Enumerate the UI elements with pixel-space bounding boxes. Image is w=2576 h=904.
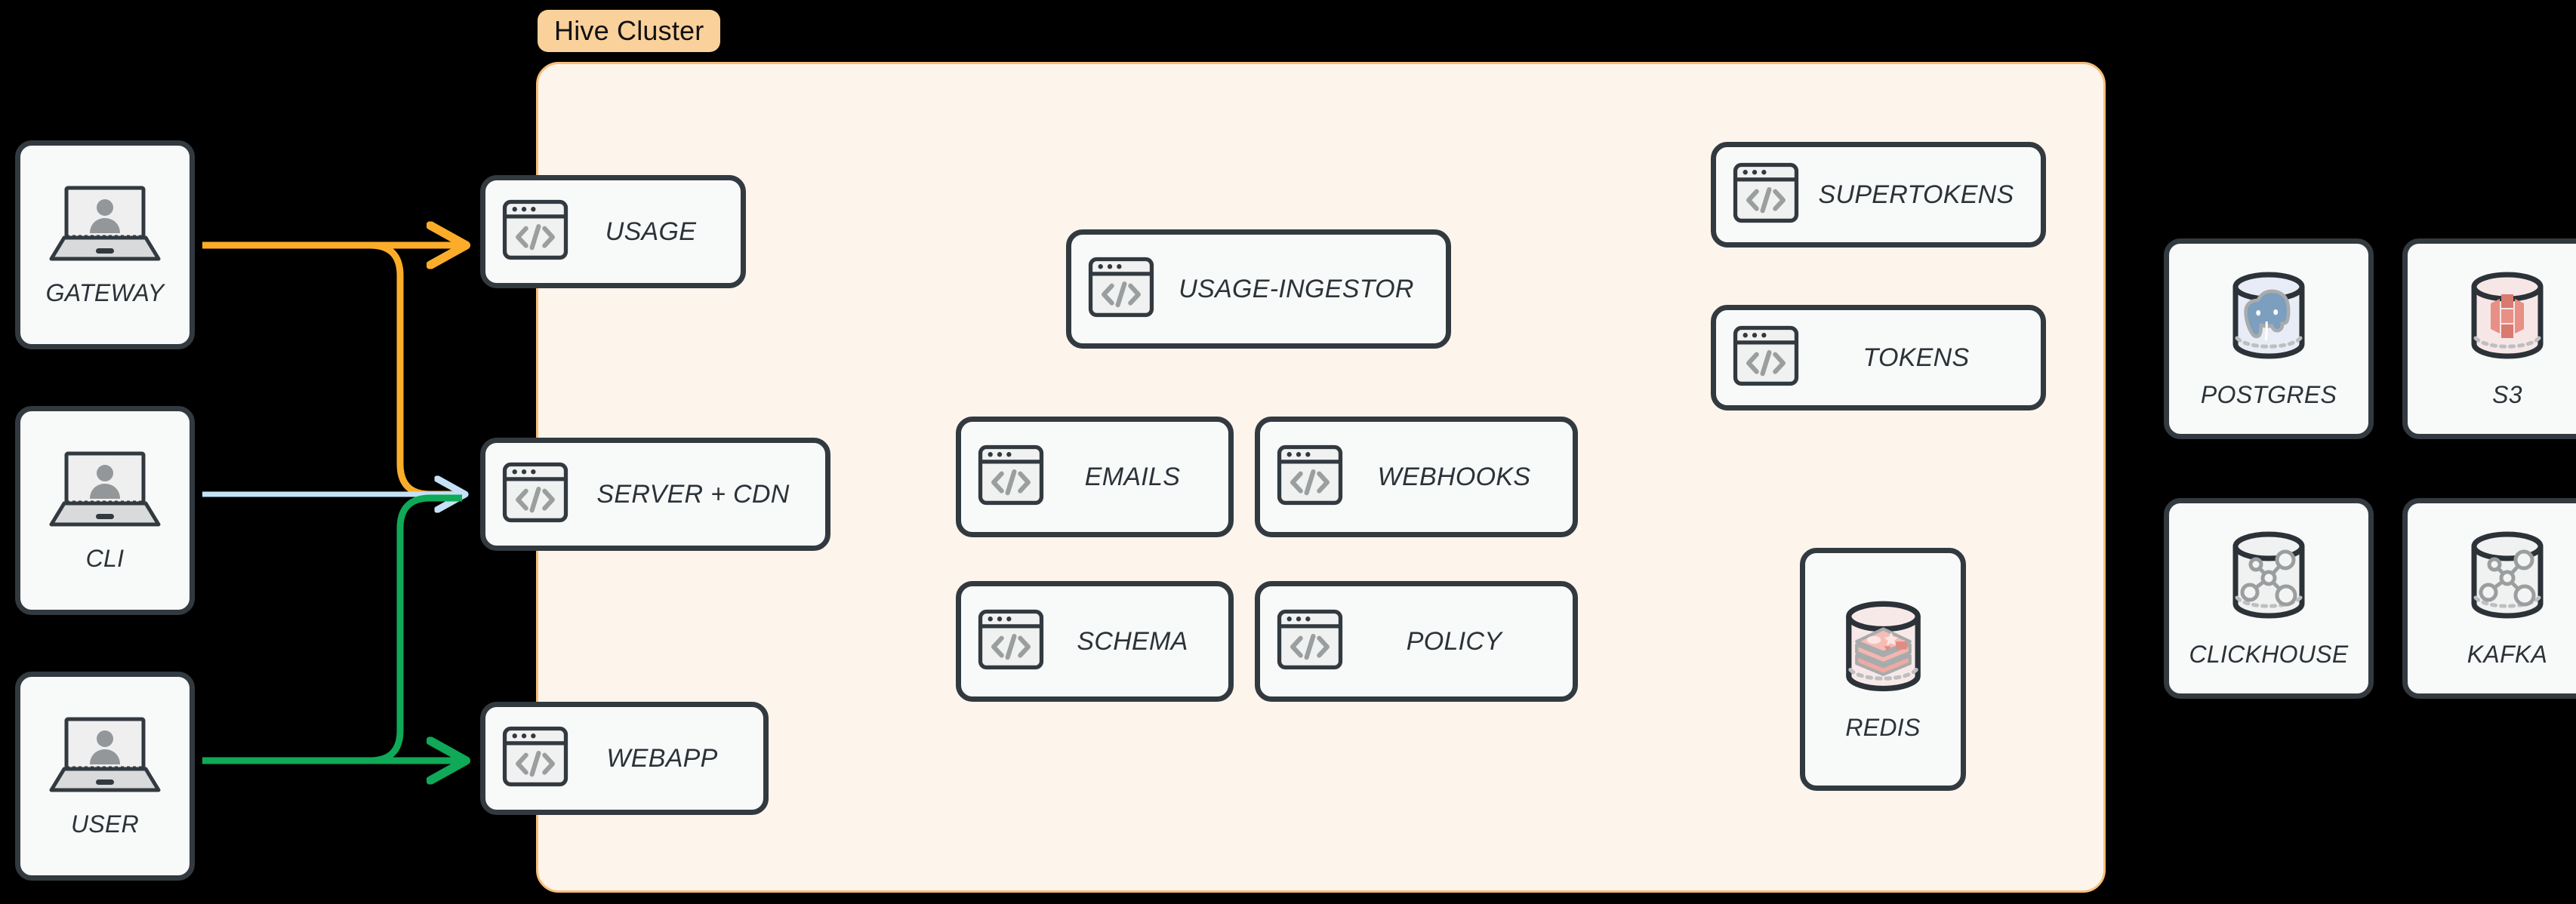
s3-cylinder-icon [2458, 269, 2556, 371]
datastore-kafka-label: KAFKA [2467, 641, 2548, 668]
service-tokens-label: TOKENS [1863, 343, 1970, 372]
service-webapp-label: WEBAPP [606, 743, 718, 773]
service-usage-ingestor[interactable]: USAGE-INGESTOR [1066, 229, 1451, 349]
datastore-redis[interactable]: REDIS [1800, 548, 1966, 791]
wire-user-to-server-cdn [369, 494, 462, 764]
service-supertokens-label: SUPERTOKENS [1818, 180, 2014, 209]
service-usage-ingestor-label: USAGE-INGESTOR [1179, 274, 1414, 303]
actor-user-label: USER [70, 810, 140, 838]
wire-gateway-to-server-cdn [369, 241, 462, 498]
code-window-icon [502, 462, 569, 527]
laptop-user-icon [48, 715, 162, 800]
datastore-postgres-label: POSTGRES [2200, 381, 2337, 408]
datastore-postgres[interactable]: POSTGRES [2164, 238, 2374, 439]
laptop-user-icon [48, 183, 162, 269]
network-cylinder-icon [2220, 528, 2318, 630]
hive-cluster-badge: Hive Cluster [538, 10, 721, 52]
datastore-s3-label: S3 [2492, 381, 2522, 408]
service-tokens[interactable]: TOKENS [1711, 305, 2046, 410]
datastore-clickhouse-label: CLICKHOUSE [2189, 641, 2349, 668]
service-supertokens[interactable]: SUPERTOKENS [1711, 142, 2046, 248]
service-webhooks-label: WEBHOOKS [1377, 462, 1531, 491]
service-server-cdn-label: SERVER + CDN [596, 479, 790, 509]
service-server-cdn[interactable]: SERVER + CDN [480, 438, 830, 551]
postgres-cylinder-icon [2220, 269, 2318, 371]
service-webhooks[interactable]: WEBHOOKS [1255, 417, 1578, 537]
service-emails[interactable]: EMAILS [956, 417, 1234, 537]
code-window-icon [1277, 609, 1343, 674]
datastore-clickhouse[interactable]: CLICKHOUSE [2164, 498, 2374, 699]
actor-user[interactable]: USER [15, 672, 195, 881]
service-usage-label: USAGE [605, 217, 697, 246]
network-cylinder-icon [2458, 528, 2556, 630]
actor-cli-label: CLI [85, 544, 125, 572]
redis-cylinder-icon [1832, 598, 1934, 703]
service-policy[interactable]: POLICY [1255, 581, 1578, 702]
datastore-kafka[interactable]: KAFKA [2402, 498, 2576, 699]
code-window-icon [1733, 325, 1799, 390]
code-window-icon [978, 609, 1044, 674]
service-usage[interactable]: USAGE [480, 175, 746, 288]
code-window-icon [502, 726, 569, 791]
service-schema[interactable]: SCHEMA [956, 581, 1234, 702]
code-window-icon [1088, 257, 1154, 321]
actor-gateway[interactable]: GATEWAY [15, 140, 195, 349]
service-policy-label: POLICY [1406, 626, 1502, 656]
datastore-s3[interactable]: S3 [2402, 238, 2576, 439]
laptop-user-icon [48, 449, 162, 534]
code-window-icon [1277, 444, 1343, 509]
service-emails-label: EMAILS [1084, 462, 1181, 491]
service-webapp[interactable]: WEBAPP [480, 702, 769, 815]
actor-gateway-label: GATEWAY [45, 278, 165, 306]
code-window-icon [1733, 162, 1799, 227]
datastore-redis-label: REDIS [1845, 713, 1921, 741]
service-schema-label: SCHEMA [1077, 626, 1188, 656]
code-window-icon [502, 199, 569, 264]
code-window-icon [978, 444, 1044, 509]
actor-cli[interactable]: CLI [15, 406, 195, 615]
